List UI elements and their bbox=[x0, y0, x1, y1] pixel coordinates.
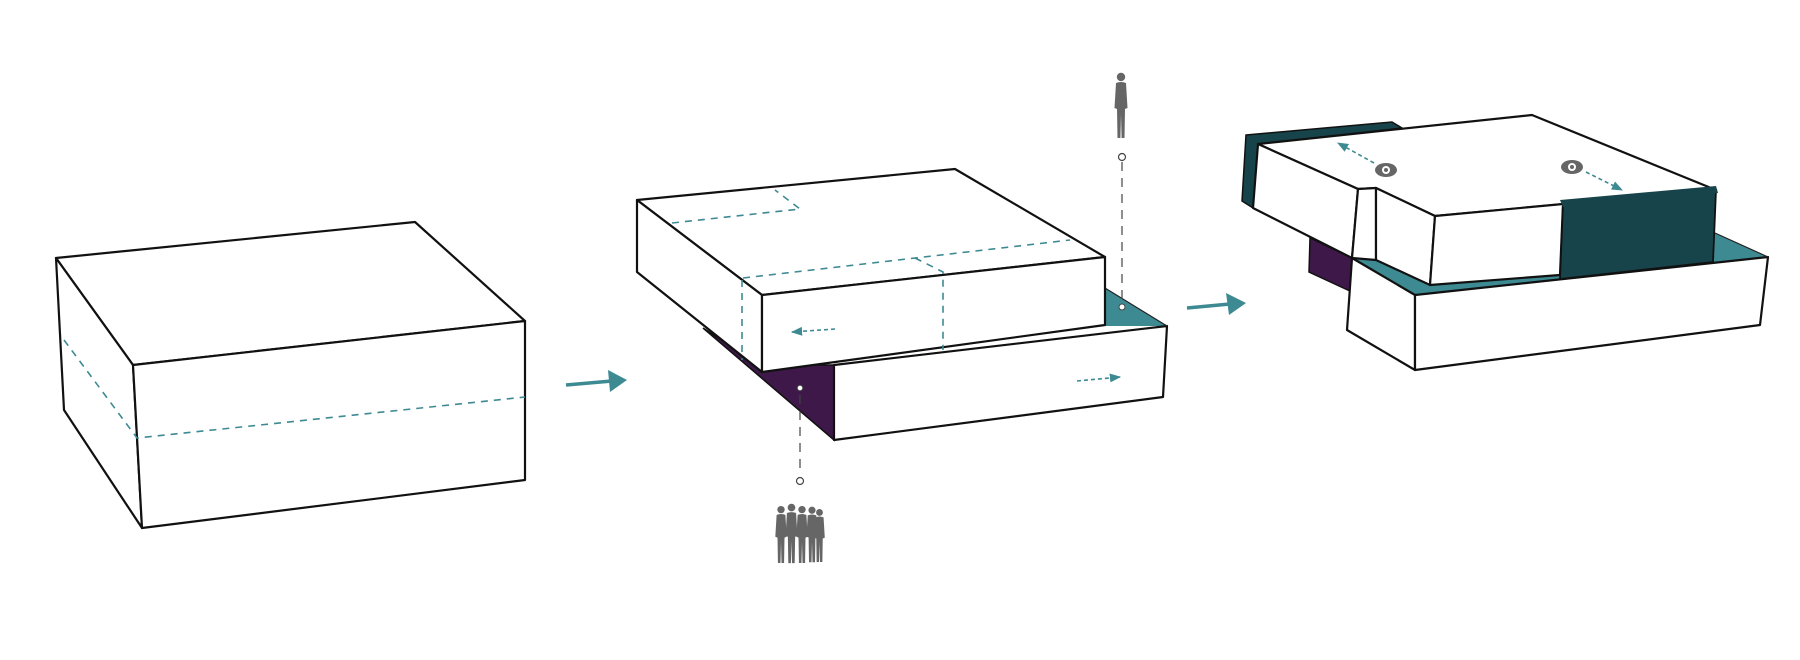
lower-slab-back-edge bbox=[1104, 287, 1168, 327]
arrow-right-icon bbox=[565, 370, 627, 392]
block-1-front-face bbox=[131, 319, 527, 530]
circulation-vertical-right bbox=[914, 257, 944, 350]
slide-right-arrow bbox=[1076, 373, 1122, 383]
circulation-path-top bbox=[671, 189, 803, 224]
right-dark-volume-top-edge bbox=[1560, 186, 1718, 207]
slide-left-arrow bbox=[790, 326, 836, 336]
stage-1-solid-block bbox=[54, 220, 527, 530]
upper-slab-front-face bbox=[760, 255, 1107, 374]
group-icon bbox=[775, 503, 825, 564]
eye-icon bbox=[1375, 163, 1397, 177]
lower-slab-front-face bbox=[832, 324, 1169, 442]
person-icon bbox=[1114, 72, 1128, 138]
upper-access-point bbox=[1118, 303, 1126, 311]
lower-access-marker bbox=[795, 476, 805, 486]
stage-2-shifted-slabs bbox=[635, 72, 1169, 564]
upper-access-marker bbox=[1117, 152, 1127, 162]
upper-volume-south-face bbox=[1428, 202, 1565, 287]
circulation-path-middle bbox=[742, 239, 1071, 279]
pivot-point bbox=[796, 384, 804, 392]
eye-icon bbox=[1561, 160, 1583, 174]
stage-3-final-massing bbox=[1241, 113, 1770, 372]
block-1-split-line bbox=[63, 339, 526, 439]
courtyard-back-edge bbox=[1714, 232, 1769, 258]
arrow-right-icon bbox=[1186, 293, 1246, 315]
